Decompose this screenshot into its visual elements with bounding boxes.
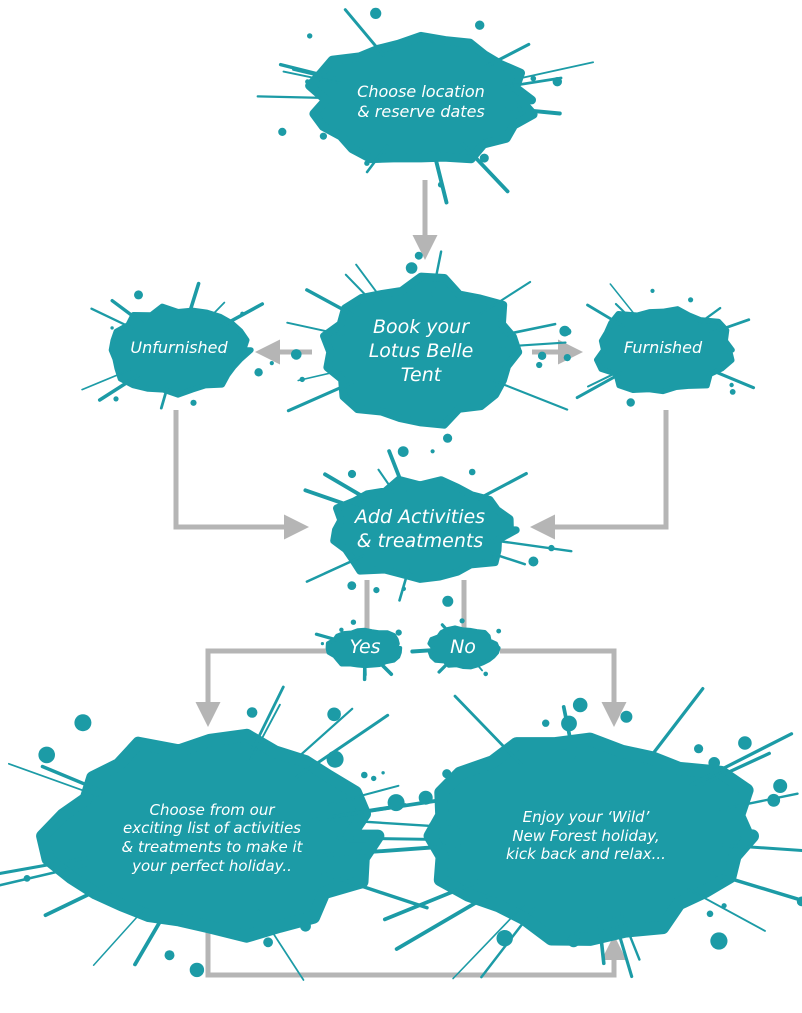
splash-yes: [314, 619, 403, 682]
node-start-label: Choose location& reserve dates: [357, 82, 485, 121]
arrow-no-to-enjoy: [500, 648, 627, 727]
node-furnished-label: Furnished: [623, 338, 703, 357]
splash-furnished: [563, 283, 756, 407]
node-activities-label: Add Activities& treatments: [354, 506, 486, 552]
node-yes-label: Yes: [349, 636, 381, 659]
splash-enjoy: [312, 686, 802, 980]
arrow-choose-to-enjoy: [205, 925, 627, 978]
arrow-furnished-to-activities: [530, 410, 669, 540]
splash-start: [256, 7, 594, 205]
splash-no: [410, 618, 502, 677]
node-no-label: No: [450, 636, 476, 659]
node-unfurnished-label: Unfurnished: [130, 338, 228, 357]
splash-choose: [0, 685, 462, 981]
connectors: [173, 180, 669, 978]
node-enjoy-label: Enjoy your ‘Wild’New Forest holiday,kick…: [506, 807, 666, 864]
splash-activities: [303, 449, 573, 607]
arrow-yes-to-choose: [195, 648, 328, 727]
arrow-unfurnished-to-activities: [173, 410, 309, 540]
splash-unfurnished: [81, 281, 274, 410]
splash-book: [286, 250, 571, 457]
